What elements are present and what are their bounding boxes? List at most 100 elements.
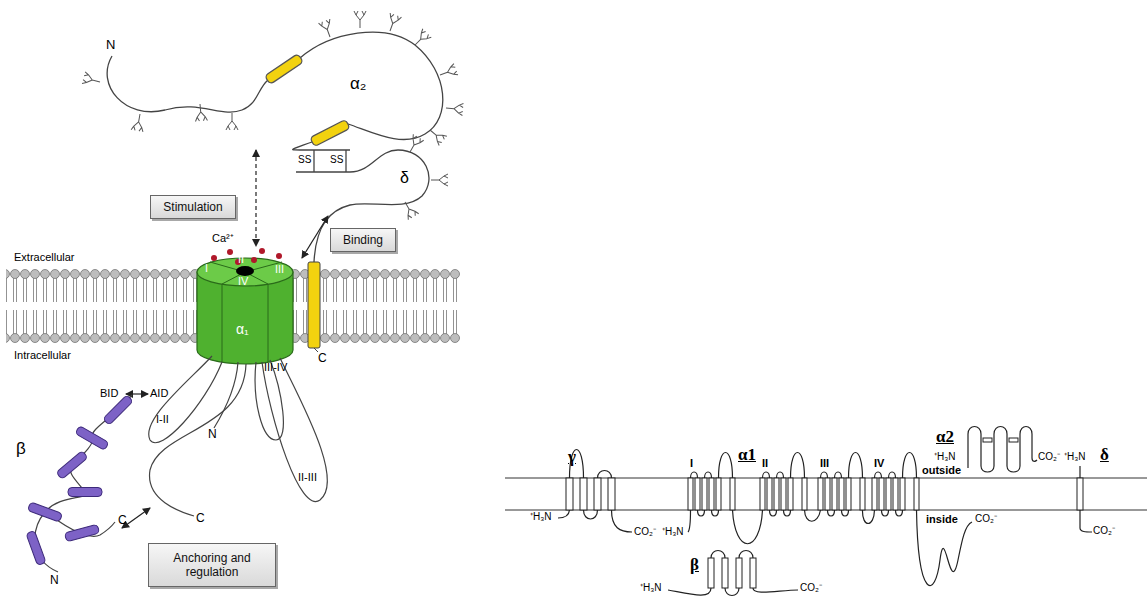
beta-subunit (75, 426, 109, 451)
gamma-topology (594, 478, 601, 510)
beta-subunit (56, 451, 88, 480)
beta-subunit (103, 395, 133, 425)
beta-subunit (27, 502, 62, 522)
glycosylation-branch (194, 103, 207, 121)
intracellular-loop (149, 356, 222, 443)
beta-topology (722, 558, 728, 588)
calcium-ion (251, 257, 257, 263)
part-label: C (118, 514, 127, 526)
part-label: δ (1100, 446, 1109, 463)
box-text: Binding (343, 233, 383, 247)
part-label: CO₂⁻ (800, 583, 822, 593)
delta-transmembrane (308, 262, 320, 352)
part-label: II (762, 458, 768, 469)
part-label: II-III (298, 472, 317, 483)
glycosylation-branch (384, 13, 401, 33)
glycosylation-branch (445, 102, 463, 115)
part-label: CO₂⁻ (1038, 452, 1060, 462)
interaction-arrow (255, 150, 256, 246)
delta-transmembrane (314, 348, 318, 352)
glycosylation-branch (226, 113, 238, 130)
part-label: ⁺H₃N (530, 512, 552, 522)
calcium-ion (211, 248, 282, 265)
alpha1-topology (688, 453, 735, 517)
alpha1-topology (688, 453, 972, 586)
alpha1-topology (818, 453, 865, 517)
glycosylation-branch (82, 72, 102, 88)
beta-topology (708, 558, 756, 588)
calcium-ion (259, 248, 265, 254)
alpha2-topology (1009, 438, 1018, 442)
delta-topology (1077, 466, 1092, 532)
part-label: II (238, 254, 244, 265)
beta-topology (668, 551, 798, 596)
glycosylation-branch (400, 199, 419, 220)
interaction-arrow (126, 393, 148, 394)
part-label: N (106, 38, 115, 51)
part-label: inside (926, 514, 958, 525)
intracellular-loop (214, 362, 238, 428)
part-label: SS (298, 155, 311, 165)
part-label: β (690, 556, 699, 573)
alpha1-cylinder (197, 272, 293, 364)
part-label: α₂ (350, 75, 366, 92)
part-label: Ca²⁺ (212, 233, 234, 244)
label-box: Stimulation (150, 195, 236, 219)
alpha2-delta-subunit (107, 32, 443, 262)
alpha2-delta-subunit (345, 150, 346, 172)
part-label: β (16, 440, 26, 457)
alpha2-topology (983, 438, 992, 442)
part-label: δ (400, 170, 409, 186)
part-label: SS (330, 155, 343, 165)
alpha1-cylinder (236, 266, 254, 276)
part-label: α1 (738, 446, 756, 463)
label-box: Anchoring and regulation (148, 543, 276, 587)
alpha1-cylinder (222, 284, 223, 362)
part-label: CO₂⁻ (1093, 526, 1115, 536)
beta-subunit (26, 530, 46, 565)
part-label: AID (150, 388, 168, 399)
glycosylation-branch (131, 113, 146, 132)
beta-subunit (68, 488, 102, 497)
delta-transmembrane (308, 262, 320, 348)
alpha2-topology (968, 427, 1037, 473)
beta-topology (708, 558, 714, 588)
glycosylation-branch (411, 29, 432, 50)
alpha2-topology (968, 427, 1037, 473)
beta-topology (736, 558, 742, 588)
glycosylation-branch (82, 11, 463, 220)
beta-subunit (35, 395, 132, 572)
part-label: I (205, 263, 208, 274)
delta-topology (1077, 478, 1083, 510)
interaction-arrow (302, 216, 328, 258)
glycosylation-branch (354, 11, 366, 28)
glycosylation-branch (319, 19, 336, 39)
alpha1-topology (872, 453, 919, 517)
part-label: α2 (936, 428, 954, 445)
part-label: ⁺H₃N (934, 452, 956, 462)
beta-topology (668, 551, 798, 596)
alpha1-cylinder (268, 284, 269, 362)
intracellular-loop (150, 364, 246, 516)
intracellular-loop (149, 356, 328, 516)
part-label: N (50, 574, 59, 586)
beta-subunit (26, 395, 133, 572)
part-label: outside (922, 465, 961, 476)
part-label: III (820, 458, 829, 469)
part-label: CO₂⁻ (634, 527, 656, 537)
part-label: C (196, 512, 205, 524)
part-label: IV (238, 276, 248, 287)
part-label: III (275, 264, 284, 275)
gamma-topology (580, 478, 587, 510)
alpha2-delta-subunit (107, 56, 268, 112)
glycosylation-branch (431, 174, 448, 186)
calcium-ion (211, 255, 217, 261)
glycosylation-branch (405, 134, 424, 155)
part-label: C (318, 352, 327, 364)
alpha2-delta-subunit (265, 54, 304, 85)
part-label: Extracellular (14, 252, 75, 263)
glycosylation-branch (438, 64, 458, 81)
part-label: α₁ (236, 322, 249, 336)
part-label: IV (874, 458, 884, 469)
